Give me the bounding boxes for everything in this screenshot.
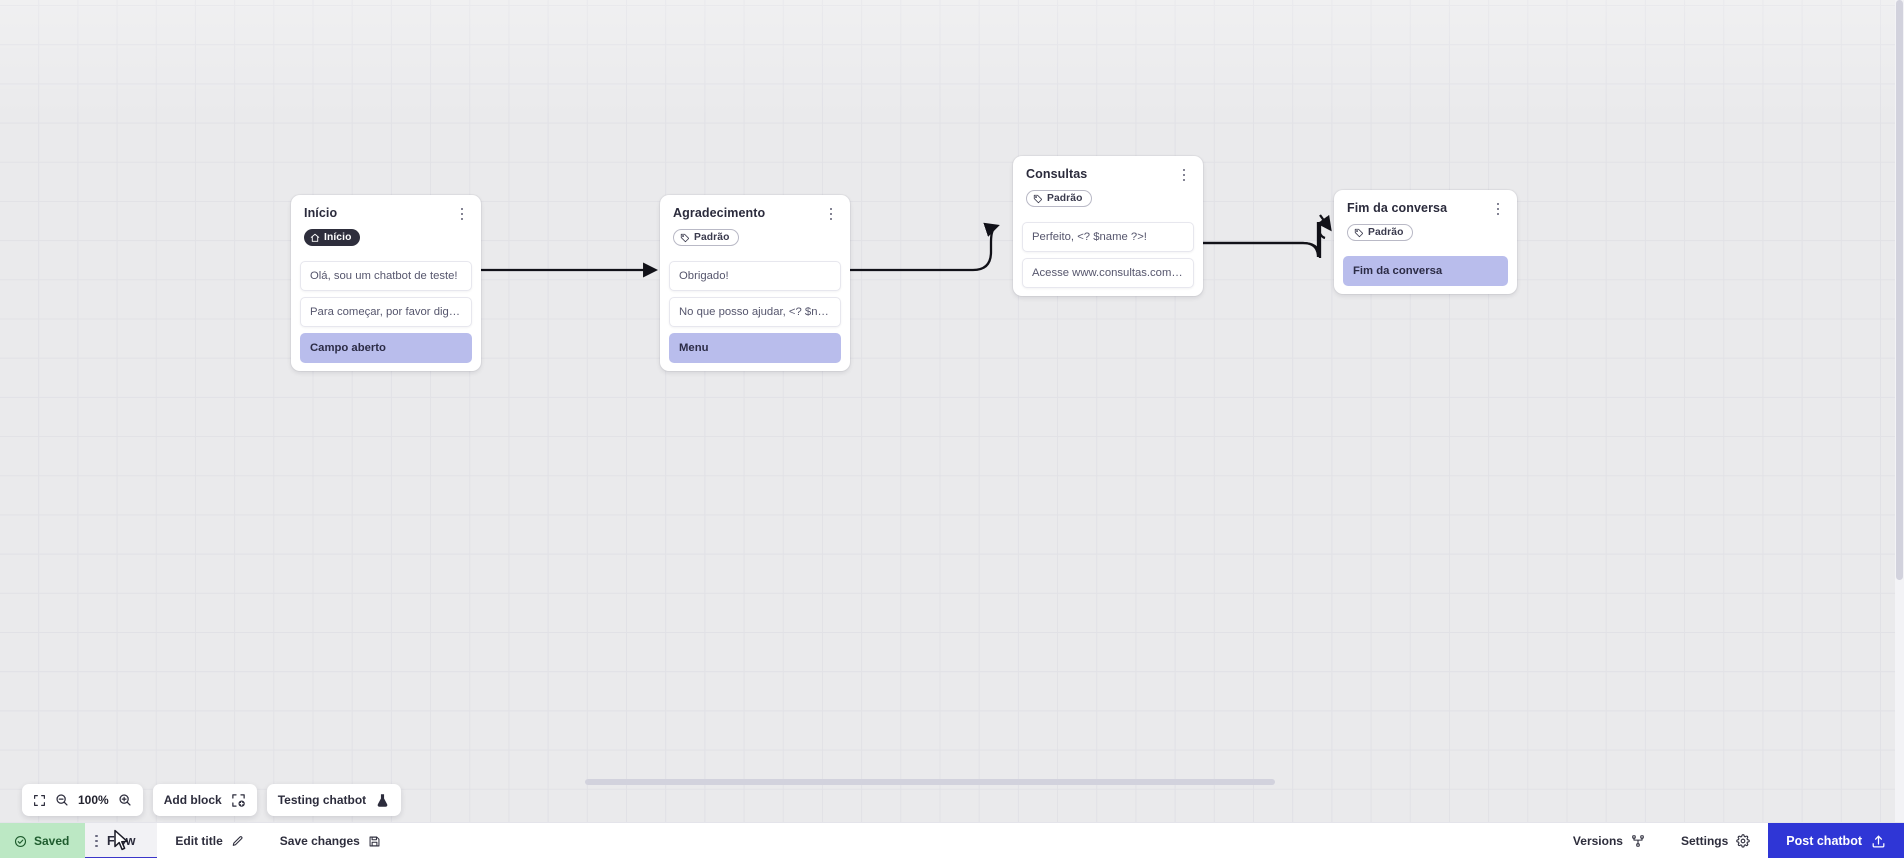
node-message-action[interactable]: Campo aberto [300,332,472,363]
zoom-out-icon[interactable] [55,793,69,807]
node-badge-row: Padrão [1343,218,1508,250]
node-header: Fim da conversa [1343,199,1508,218]
tab-flow[interactable]: Flow [85,823,158,858]
saved-label: Saved [34,834,70,848]
gear-icon [1736,834,1751,848]
node-header: Consultas [1022,165,1194,184]
node-badge-label: Início [324,232,352,243]
node-menu-button[interactable] [454,205,470,223]
node-badge-padrao[interactable]: Padrão [1026,190,1092,207]
node-message-action[interactable]: Fim da conversa [1343,255,1508,286]
node-badge-inicio[interactable]: Início [304,229,360,246]
check-circle-icon [14,835,27,847]
node-menu-button[interactable] [1176,166,1192,184]
settings-button[interactable]: Settings [1663,823,1768,858]
node-message[interactable]: Olá, sou um chatbot de teste! [300,260,472,291]
zoom-in-icon[interactable] [118,793,132,807]
status-bar-right: Versions Settings Post chatbot [1555,823,1904,858]
vertical-scrollbar[interactable] [1895,0,1904,822]
flow-canvas[interactable]: Início Início Olá, sou um chatbot de tes… [0,0,1904,822]
node-message-action[interactable]: Menu [669,332,841,363]
node-title: Consultas [1026,167,1088,181]
edit-title-label: Edit title [175,834,223,848]
node-header: Agradecimento [669,204,841,223]
fit-screen-icon[interactable] [33,794,46,807]
edge-consultas-to-fim [1201,221,1326,258]
flow-node-inicio[interactable]: Início Início Olá, sou um chatbot de tes… [291,195,481,371]
node-menu-button[interactable] [823,205,839,223]
node-header: Início [300,204,472,223]
upload-icon [1872,835,1885,847]
settings-label: Settings [1680,834,1729,848]
tag-icon [1033,194,1042,203]
add-block-icon [231,793,245,807]
flow-node-agradecimento[interactable]: Agradecimento Padrão Obrigado! No que po… [660,195,850,371]
node-badge-label: Padrão [1368,227,1404,238]
flow-node-consultas[interactable]: Consultas Padrão Perfeito, <? $name ?>! … [1013,156,1203,296]
canvas-toolbar: 100% Add block Testing chatbot [22,784,402,816]
vertical-scrollbar-thumb[interactable] [1896,0,1903,580]
git-branch-icon [1632,835,1644,847]
tag-icon [680,233,689,242]
flow-node-fim-da-conversa[interactable]: Fim da conversa Padrão Fim da conversa [1334,190,1517,294]
node-title: Início [304,206,338,220]
drag-handle-icon[interactable] [95,834,98,848]
node-badge-label: Padrão [694,232,730,243]
horizontal-scrollbar[interactable] [0,779,1904,786]
node-title: Agradecimento [673,206,766,220]
save-changes-button[interactable]: Save changes [262,823,399,858]
add-block-label: Add block [163,793,222,807]
zoom-controls[interactable]: 100% [22,784,143,816]
edge-agradecimento-to-consultas [847,222,1000,272]
post-chatbot-button[interactable]: Post chatbot [1768,823,1904,858]
post-chatbot-label: Post chatbot [1786,834,1862,848]
edge-consultas-to-fim-tail [1201,222,1322,259]
node-badge-padrao[interactable]: Padrão [1347,224,1413,241]
edge-consultas-to-fim-head [1316,214,1332,232]
node-message[interactable]: No que posso ajudar, <? $name ... [669,296,841,327]
save-changes-label: Save changes [279,834,360,848]
tab-flow-label: Flow [106,834,136,848]
tag-icon [1354,228,1363,237]
zoom-level-label: 100% [78,793,109,807]
versions-button[interactable]: Versions [1555,823,1663,858]
bottom-status-bar: Saved Flow Edit title Save changes [0,822,1904,858]
saved-status-badge: Saved [0,823,86,858]
node-menu-button[interactable] [1490,200,1506,218]
node-message[interactable]: Obrigado! [669,260,841,291]
status-bar-left: Saved Flow Edit title Save changes [0,823,399,858]
flask-icon [377,793,388,807]
add-block-button[interactable]: Add block [152,784,257,816]
node-badge-padrao[interactable]: Padrão [673,229,739,246]
node-badge-row: Início [300,223,472,255]
horizontal-scrollbar-thumb[interactable] [585,779,1275,785]
node-badge-label: Padrão [1047,193,1083,204]
node-message[interactable]: Perfeito, <? $name ?>! [1022,221,1194,252]
home-icon [310,233,320,242]
pencil-icon [232,835,243,846]
versions-label: Versions [1572,834,1623,848]
testing-chatbot-label: Testing chatbot [277,793,367,807]
node-badge-row: Padrão [669,223,841,255]
node-badge-row: Padrão [1022,184,1194,216]
node-message[interactable]: Para começar, por favor digite o ... [300,296,472,327]
testing-chatbot-button[interactable]: Testing chatbot [266,784,402,816]
connector-edges [481,214,1332,278]
save-disk-icon [369,836,380,846]
node-message[interactable]: Acesse www.consultas.com par... [1022,257,1194,288]
node-title: Fim da conversa [1347,201,1448,215]
edit-title-button[interactable]: Edit title [157,823,261,858]
